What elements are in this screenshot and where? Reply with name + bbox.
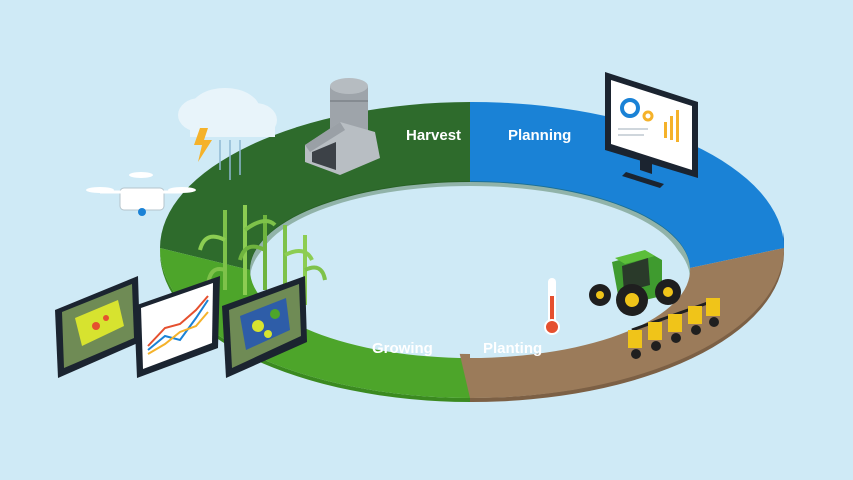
segment-planning: [470, 101, 785, 268]
planting-label: Planting: [483, 340, 542, 357]
drone-icon: [86, 172, 196, 216]
monitor-icon: [605, 72, 698, 188]
lightning-icon: [194, 128, 212, 162]
cloud-icon: [178, 88, 277, 180]
harvest-label: Harvest: [406, 127, 461, 144]
tablet-heat-map-icon: [222, 276, 307, 378]
thermometer-icon: [544, 278, 560, 335]
planter-icon: [628, 298, 720, 359]
growing-label: Growing: [372, 340, 433, 357]
barn-icon: [305, 122, 380, 175]
ring-segments: [159, 101, 785, 399]
segment-planting: [470, 248, 784, 399]
tablet-field-map-icon: [55, 276, 140, 378]
tablet-line-chart-icon: [134, 276, 220, 378]
segment-harvest: [160, 102, 470, 270]
segment-growing: [159, 248, 470, 398]
tractor-icon: [589, 250, 681, 316]
planning-label: Planning: [508, 127, 571, 144]
